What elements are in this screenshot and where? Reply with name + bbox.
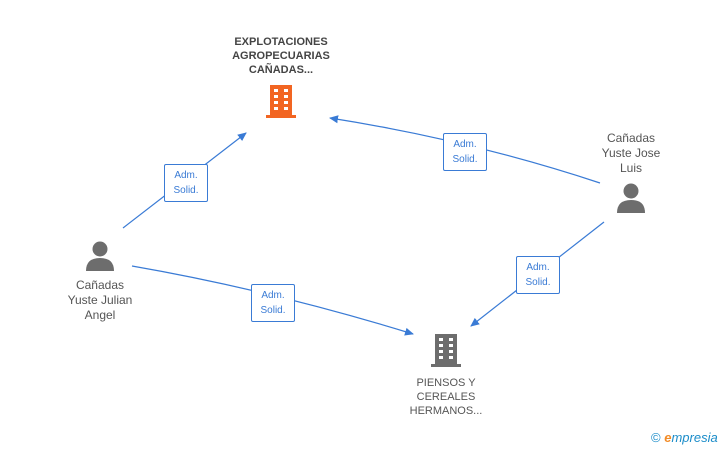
company-label-bottom: PIENSOS Y CEREALES HERMANOS... xyxy=(409,377,483,417)
building-icon xyxy=(431,334,461,367)
brand-initial: e xyxy=(664,430,672,445)
person-label-left: Cañadas Yuste Julian Angel xyxy=(67,278,133,322)
edge-label-right-top[interactable]: Adm. Solid. xyxy=(443,133,487,171)
company-node-bottom[interactable]: PIENSOS Y CEREALES HERMANOS... xyxy=(386,332,506,418)
edge-label-left-bottom[interactable]: Adm. Solid. xyxy=(251,284,295,322)
empresia-watermark: © empresia xyxy=(651,430,718,445)
person-icon xyxy=(617,183,645,213)
building-icon xyxy=(266,85,296,118)
company-node-top[interactable]: EXPLOTACIONES AGROPECUARIAS CAÑADAS... xyxy=(211,35,351,124)
company-label-top: EXPLOTACIONES AGROPECUARIAS CAÑADAS... xyxy=(232,36,330,76)
copyright-symbol: © xyxy=(651,430,661,445)
person-icon xyxy=(86,241,114,271)
person-node-left[interactable]: Cañadas Yuste Julian Angel xyxy=(50,240,150,323)
brand-rest: mpresia xyxy=(671,430,718,445)
person-node-right[interactable]: Cañadas Yuste Jose Luis xyxy=(581,131,681,219)
edge-label-right-bottom[interactable]: Adm. Solid. xyxy=(516,256,560,294)
brand-logo: empresia xyxy=(664,430,717,445)
edge-label-left-top[interactable]: Adm. Solid. xyxy=(164,164,208,202)
person-label-right: Cañadas Yuste Jose Luis xyxy=(601,131,661,175)
